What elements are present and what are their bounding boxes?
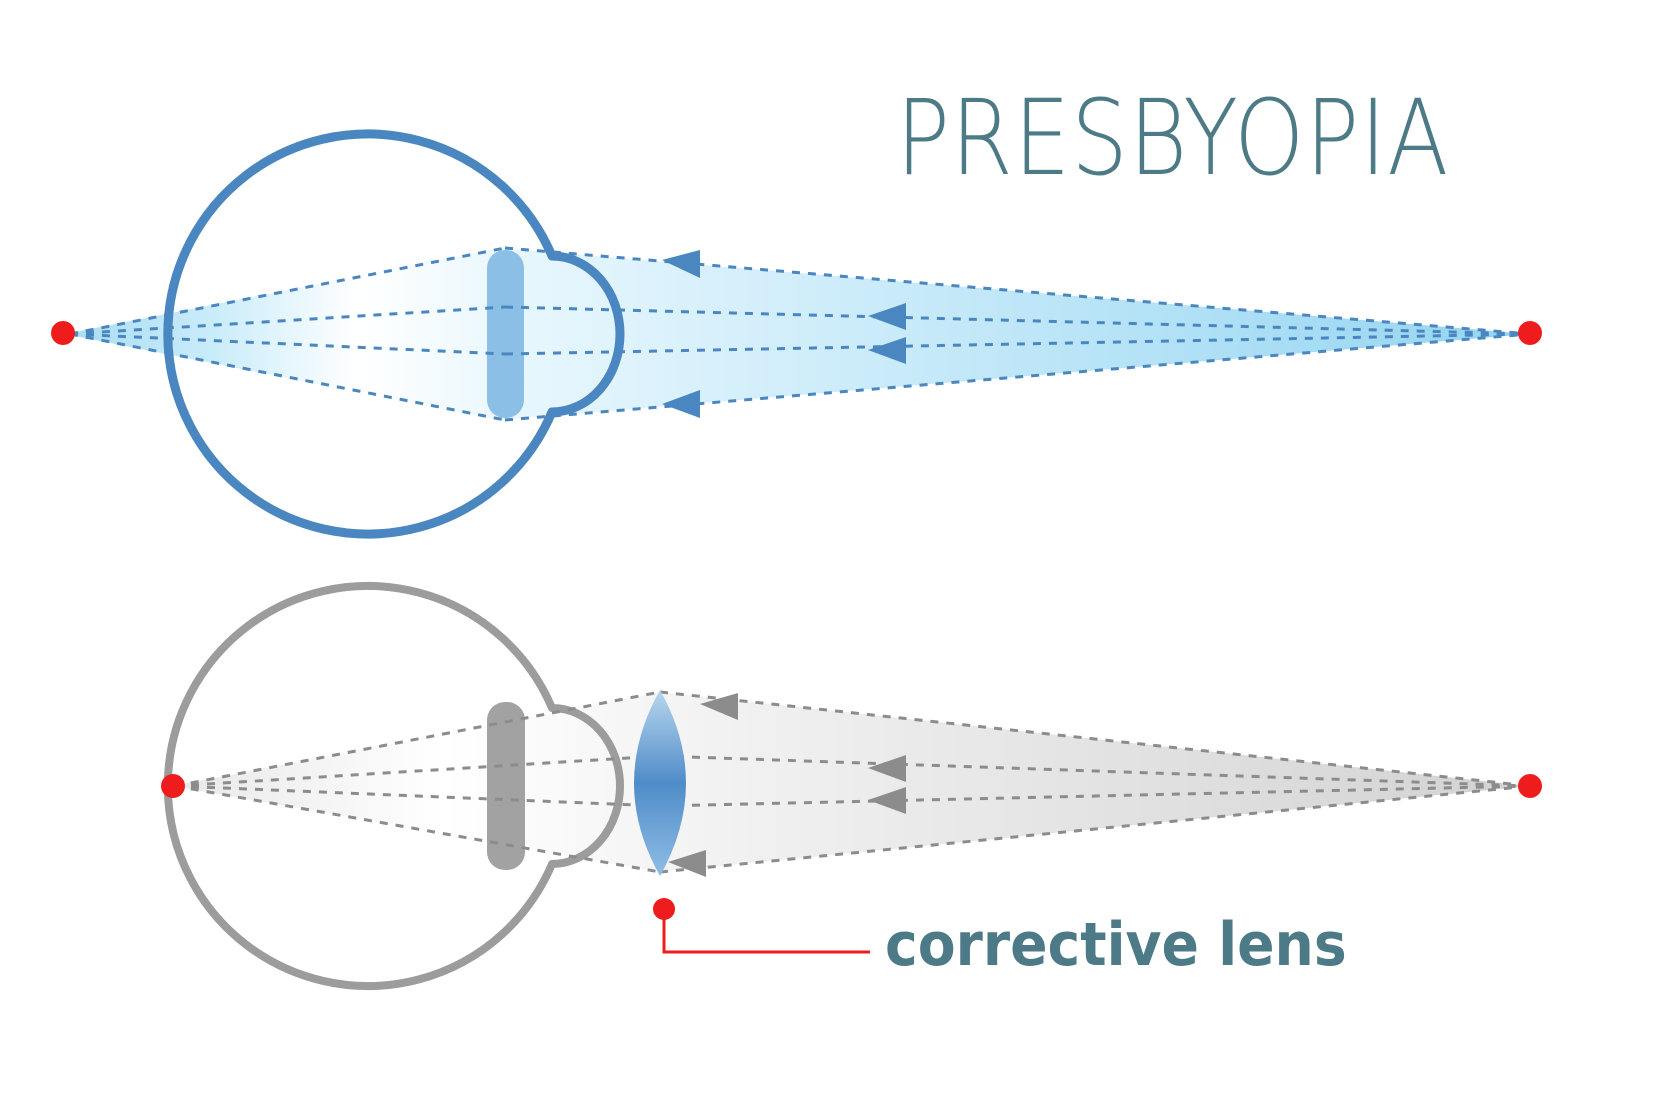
eye-lens-bottom	[487, 702, 525, 870]
ray-arrows-top	[662, 250, 906, 418]
focus-point-marker	[51, 321, 75, 345]
corrective-lens	[634, 690, 686, 876]
arrow-left-icon	[662, 390, 700, 418]
eye-globe-bottom	[163, 582, 624, 990]
eye-globe-top	[163, 129, 625, 539]
focus-point-marker	[161, 774, 185, 798]
corrective-lens-label: corrective lens	[885, 910, 1347, 980]
diagram-title: PRESBYOPIA	[896, 77, 1450, 199]
arrow-left-icon	[700, 693, 738, 720]
arrow-left-icon	[868, 303, 906, 330]
ray-arrows-bottom	[668, 693, 906, 877]
light-rays-top	[69, 246, 1531, 422]
uncorrected-eye-diagram	[51, 129, 1542, 539]
arrow-left-icon	[868, 787, 906, 814]
eye-lens-top	[487, 250, 524, 418]
corrected-eye-diagram	[161, 582, 1542, 990]
object-point-marker	[1518, 774, 1542, 798]
light-rays-bottom	[174, 690, 1531, 874]
object-point-marker	[1518, 321, 1542, 345]
arrow-left-icon	[662, 250, 700, 278]
arrow-left-icon	[868, 755, 906, 782]
arrow-left-icon	[868, 337, 906, 364]
leader-line	[662, 909, 870, 954]
light-beam-top	[65, 248, 1530, 420]
light-beam-bottom	[173, 692, 1530, 872]
arrow-left-icon	[668, 850, 706, 877]
